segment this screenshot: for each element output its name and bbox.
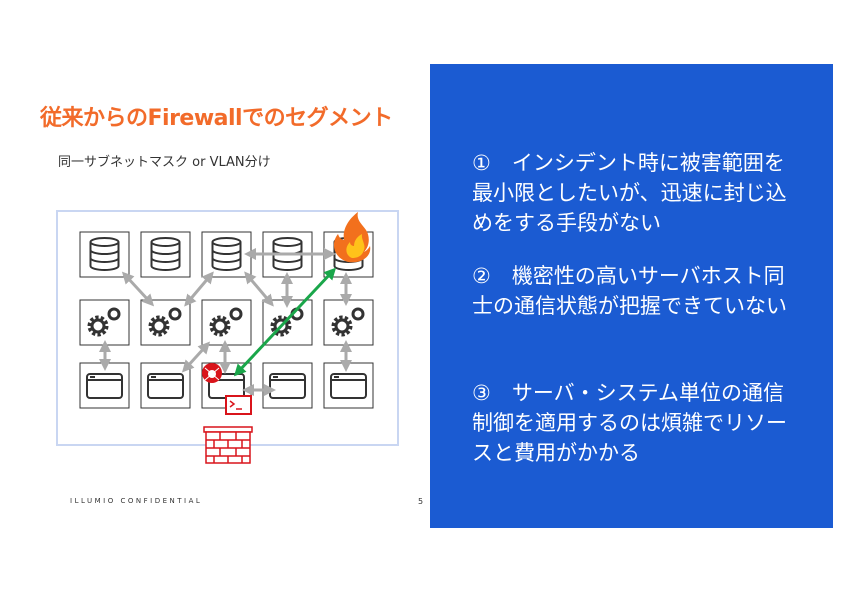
network-diagram: [56, 210, 399, 464]
confidential-footer: ILLUMIO CONFIDENTIAL: [70, 497, 203, 505]
issues-panel: ① インシデント時に被害範囲を最小限としたいが、迅速に封じ込めをする手段がない …: [430, 64, 833, 528]
issue-point-2: ② 機密性の高いサーバホスト同士の通信状態が把握できていない: [472, 264, 787, 318]
fire-icon: [333, 212, 371, 263]
server-row-applications: [80, 300, 373, 345]
slide-title: 従来からのFirewallでのセグメント: [40, 106, 393, 131]
lateral-movement-arrow: [233, 267, 337, 377]
terminal-icon: [225, 395, 252, 415]
issue-point-1: ① インシデント時に被害範囲を最小限としたいが、迅速に封じ込めをする手段がない: [472, 151, 787, 235]
page-number: 5: [418, 497, 424, 506]
firewall-icon: [203, 426, 253, 464]
slide-subtitle: 同一サブネットマスク or VLAN分け: [58, 155, 271, 170]
malware-bug-icon: [202, 363, 222, 383]
issue-point-3: ③ サーバ・システム単位の通信制御を適用するのは煩雑でリソースと費用がかかる: [472, 381, 787, 465]
